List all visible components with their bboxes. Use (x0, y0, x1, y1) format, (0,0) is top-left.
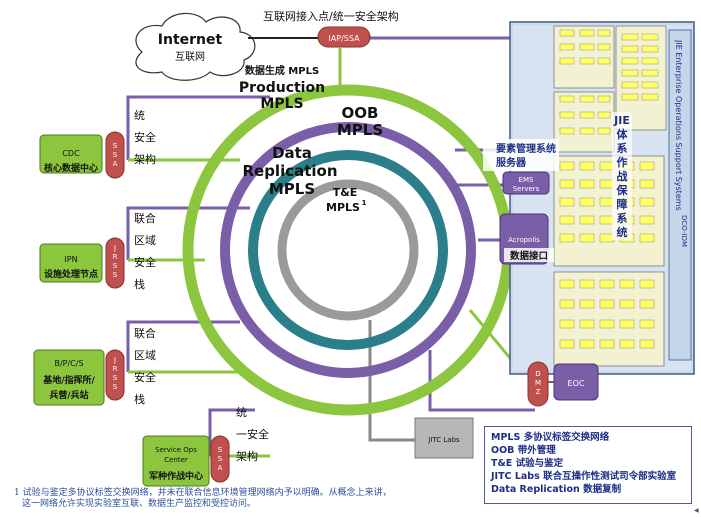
ems-caption-0: 要素管理系统 (496, 142, 556, 155)
panel-side: DCO-IDM (680, 215, 688, 247)
panel-caption-4: 战 (617, 169, 628, 183)
site-service-ops-caption-0: 统 (236, 406, 247, 419)
site-cdc-cn: 核心数据中心 (44, 162, 98, 174)
site-bpcs-caption-1: 区域 (134, 349, 156, 362)
legend-item: JITC Labs 联合互操作性测试司令部实验室 (491, 471, 677, 482)
site-ipn-caption-0: 联合 (134, 211, 156, 225)
ems-servers: 要素管理系统 服务器 EMS Servers (483, 139, 559, 195)
site-cdc-name: CDC (62, 149, 80, 158)
site-service-ops-caption-2: 架构 (236, 449, 258, 463)
jie-eoss-panel: JIE Enterprise Operations Support System… (509, 21, 695, 375)
site-ipn-name: IPN (64, 255, 77, 264)
production-line2: MPLS (260, 96, 303, 112)
footnote: 1 试验与鉴定多协议标签交换网络，并未在联合信息环境管理网络内予以明确。从概念上… (14, 488, 484, 510)
site-cdc-caption-1: 安全 (134, 130, 156, 144)
ems-label-1: Servers (513, 185, 540, 193)
replication-ring (248, 150, 448, 350)
panel-caption-7: 系 (617, 211, 628, 225)
te-superscript: 1 (362, 199, 367, 207)
panel-caption-5: 保 (616, 183, 629, 197)
site-bpcs-caption-0: 联合 (134, 326, 156, 340)
internet-title: Internet (158, 32, 223, 48)
legend-item: T&E 试验与鉴定 (491, 458, 564, 469)
site-cdc-caption-2: 架构 (134, 152, 156, 166)
site-service-ops-cn: 军种作战中心 (149, 470, 203, 482)
footnote-line-1: 这一网络允许实现实验室互联、数据生产监控和受控访问。 (22, 499, 257, 509)
site-bpcs-cn-0: 基地/指挥所/ (42, 374, 95, 386)
production-cn: 数据生成 MPLS (245, 64, 319, 77)
jitc-labs: JITC Labs (414, 417, 474, 459)
legend-item: OOB 带外管理 (491, 445, 556, 456)
acropolis-caption: 数据接口 (509, 250, 548, 262)
oob-line2: MPLS (337, 121, 383, 139)
ems-caption-1: 服务器 (496, 156, 527, 169)
legend-item: MPLS 多协议标签交换网络 (491, 432, 610, 443)
site-ipn-caption-3: 栈 (134, 277, 145, 291)
ems-label-0: EMS (519, 176, 534, 184)
internet-subtitle: 互联网 (175, 51, 205, 63)
iap-caption: 互联网接入点/统一安全架构 (263, 9, 399, 23)
site-service-ops-caption-1: 一安全 (236, 427, 269, 441)
panel-caption-3: 作 (617, 155, 628, 169)
production-line1: Production (239, 80, 325, 96)
site-ipn-caption-1: 区域 (134, 234, 156, 247)
site-bpcs-cn-1: 兵营/兵站 (49, 389, 88, 401)
site-ipn-caption-2: 安全 (134, 255, 156, 269)
legend-item: Data Replication 数据复制 (491, 484, 622, 495)
site-service-ops-name-1: Center (164, 456, 188, 464)
site-bpcs-caption-3: 栈 (134, 392, 145, 406)
acropolis-node: Acropolis 数据接口 (499, 213, 554, 265)
replication-line2: Replication (242, 162, 337, 180)
site-bpcs-name: B/P/C/S (54, 359, 83, 368)
ring-labels: 数据生成 MPLS Production MPLS OOB MPLS Data … (239, 64, 383, 214)
replication-line1: Data (272, 144, 312, 162)
panel-caption-6: 障 (617, 197, 628, 211)
jitc-label: JITC Labs (427, 436, 460, 444)
panel-caption-2: 系 (617, 141, 628, 155)
iap-node: 互联网接入点/统一安全架构 IAP/SSA (263, 9, 399, 48)
acropolis-label: Acropolis (508, 236, 540, 244)
te-ring (277, 179, 419, 321)
internet-cloud: Internet 互联网 (135, 12, 256, 81)
te-line2: MPLS (326, 201, 360, 214)
panel-caption-0: JIE (613, 114, 630, 127)
site-service-ops-name-0: Service Ops (155, 446, 197, 454)
legend-box: MPLS 多协议标签交换网络 OOB 带外管理 T&E 试验与鉴定 JITC L… (484, 426, 692, 504)
panel-title: JIE Enterprise Operations Support System… (674, 39, 683, 211)
panel-caption-8: 统 (617, 225, 628, 239)
eoc-label: EOC (568, 379, 585, 388)
footnote-line-0: 1 试验与鉴定多协议标签交换网络，并未在联合信息环境管理网络内予以明确。从概念上… (14, 488, 392, 498)
oob-line1: OOB (342, 104, 379, 122)
site-ipn-cn: 设施处理节点 (44, 268, 98, 280)
replication-line3: MPLS (269, 180, 315, 198)
oob-ring (220, 122, 476, 378)
panel-caption-1: 体 (617, 127, 629, 141)
te-line1: T&E (333, 186, 358, 199)
site-cdc-caption-0: 统 (134, 109, 145, 122)
iap-label: IAP/SSA (328, 34, 360, 43)
eoc-node: EOC (553, 363, 599, 401)
page-marker: ◀ (694, 507, 699, 514)
site-bpcs-caption-2: 安全 (134, 370, 156, 384)
